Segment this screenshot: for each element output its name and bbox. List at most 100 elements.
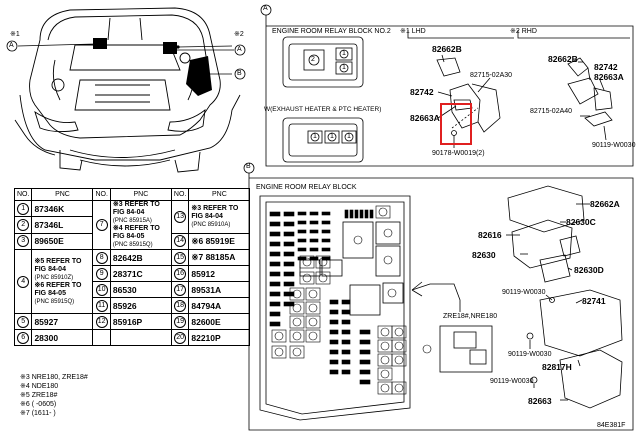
table-pnc: 82600E <box>188 313 251 330</box>
callout-note1: ※1 <box>10 31 20 38</box>
callout-note2: ※2 <box>234 31 244 38</box>
relay-callout <box>394 355 404 365</box>
part-82662a: 82662A <box>590 199 620 209</box>
relay-slot <box>299 271 315 285</box>
header-pnc-2: PNC <box>109 188 172 201</box>
footnote: ※6 ( -0605) <box>20 401 57 408</box>
relay-callout <box>292 303 302 313</box>
relay-slot <box>299 255 315 269</box>
relay-slot <box>269 301 281 307</box>
table-pnc: ※3 REFER TO FIG 84-04 <box>112 201 160 216</box>
relay-callout <box>302 257 312 267</box>
relay-slot <box>269 311 281 317</box>
relay-slot <box>309 247 319 252</box>
relay-callout <box>380 341 390 351</box>
relay-callout <box>292 347 302 357</box>
part-82741: 82741 <box>582 296 606 306</box>
relay-slot <box>309 238 319 243</box>
footnote: ※7 (1611- ) <box>20 410 56 417</box>
relay-slot <box>329 309 339 315</box>
header-pnc-1: PNC <box>31 188 94 201</box>
part-82630d: 82630D <box>574 265 604 275</box>
table-no: 3 <box>17 235 30 248</box>
callout-2: 2 <box>311 56 315 63</box>
relay-slot <box>341 299 351 305</box>
table-pnc: 82210P <box>188 329 251 346</box>
table-pnc: 28300 <box>31 329 94 346</box>
relay-callout <box>308 331 318 341</box>
relay-callout <box>380 355 390 365</box>
rhd-part-82663a: 82663A <box>594 72 624 82</box>
rhd-part-90119-w0030: 90119-W0030 <box>592 142 636 149</box>
relay-slot <box>283 211 295 217</box>
table-pnc: ※3 REFER TO FIG 84-04 <box>191 204 239 220</box>
relay-slot <box>283 221 295 227</box>
table-pnc: 82642B <box>109 249 172 266</box>
relay-slot <box>297 229 307 234</box>
relay-slot <box>297 211 307 216</box>
relay-callout <box>353 235 363 245</box>
relay-slot <box>305 301 321 315</box>
relay-callout <box>308 289 318 299</box>
relay-slot <box>269 291 281 297</box>
relay-slot <box>341 309 351 315</box>
relay-slot <box>341 369 351 375</box>
part-82663: 82663 <box>528 396 552 406</box>
lhd-part-82663a: 82663A <box>410 113 440 123</box>
table-no: 16 <box>174 267 187 280</box>
relay-callout <box>308 317 318 327</box>
relay-slot <box>309 229 319 234</box>
relay-slot <box>344 209 349 219</box>
relay-callout <box>302 273 312 283</box>
relay-slot <box>283 251 295 257</box>
relay-slot <box>329 329 339 335</box>
callout-1a: 1 <box>342 50 346 57</box>
relay-slot <box>269 221 281 227</box>
table-pnc: ※6 85919E <box>188 232 251 251</box>
lhd-part-82742: 82742 <box>410 87 434 97</box>
diagram-code: 84E381F <box>597 422 626 429</box>
relay-slot <box>297 238 307 243</box>
part-82630c: 82630C <box>566 217 596 227</box>
relay-slot <box>305 315 321 329</box>
table-pnc: 85926 <box>109 297 172 314</box>
header-no-3: NO. <box>170 188 190 201</box>
relay-callout <box>387 288 397 298</box>
relay-slot <box>321 220 331 225</box>
section-a-subtitle: W(EXHAUST HEATER & PTC HEATER) <box>264 106 382 113</box>
relay-callout <box>378 207 388 217</box>
relay-callout <box>292 317 302 327</box>
table-pnc-sub: (PNC 85915Q) <box>34 298 75 305</box>
table-no: 8 <box>95 251 108 264</box>
relay-slot <box>329 359 339 365</box>
relay-slot <box>391 353 407 367</box>
relay-slot <box>269 241 281 247</box>
lhd-label: ※1 LHD <box>400 28 426 35</box>
relay-callout <box>318 273 328 283</box>
table-pnc-sub: (PNC 85915A) <box>112 218 152 224</box>
relay-callout <box>394 383 404 393</box>
car-engine-bay-illustration <box>6 7 246 173</box>
relay-callout <box>383 255 393 265</box>
relay-slot <box>269 231 281 237</box>
footnotes: ※3 NRE180, ZRE18# ※4 NDE180 ※5 ZRE18# ※6… <box>20 373 88 418</box>
relay-slot <box>359 349 371 355</box>
relay-slot <box>321 229 331 234</box>
relay-slot <box>289 301 305 315</box>
relay-slot <box>283 261 295 267</box>
relay-slot <box>297 256 307 261</box>
relay-slot <box>359 209 364 219</box>
relay-slot <box>305 329 321 343</box>
table-pnc: 84794A <box>188 297 251 314</box>
relay-slot <box>359 379 371 385</box>
lhd-part-90178-w0019: 90178-W0019(2) <box>432 150 485 157</box>
table-no: 19 <box>174 315 187 328</box>
table-no: 11 <box>95 299 108 312</box>
relay-slot <box>321 211 331 216</box>
table-no: 18 <box>174 299 187 312</box>
relay-slot <box>375 205 391 219</box>
relay-slot <box>269 261 281 267</box>
table-pnc: 86530 <box>109 281 172 298</box>
relay-slot <box>289 287 305 301</box>
